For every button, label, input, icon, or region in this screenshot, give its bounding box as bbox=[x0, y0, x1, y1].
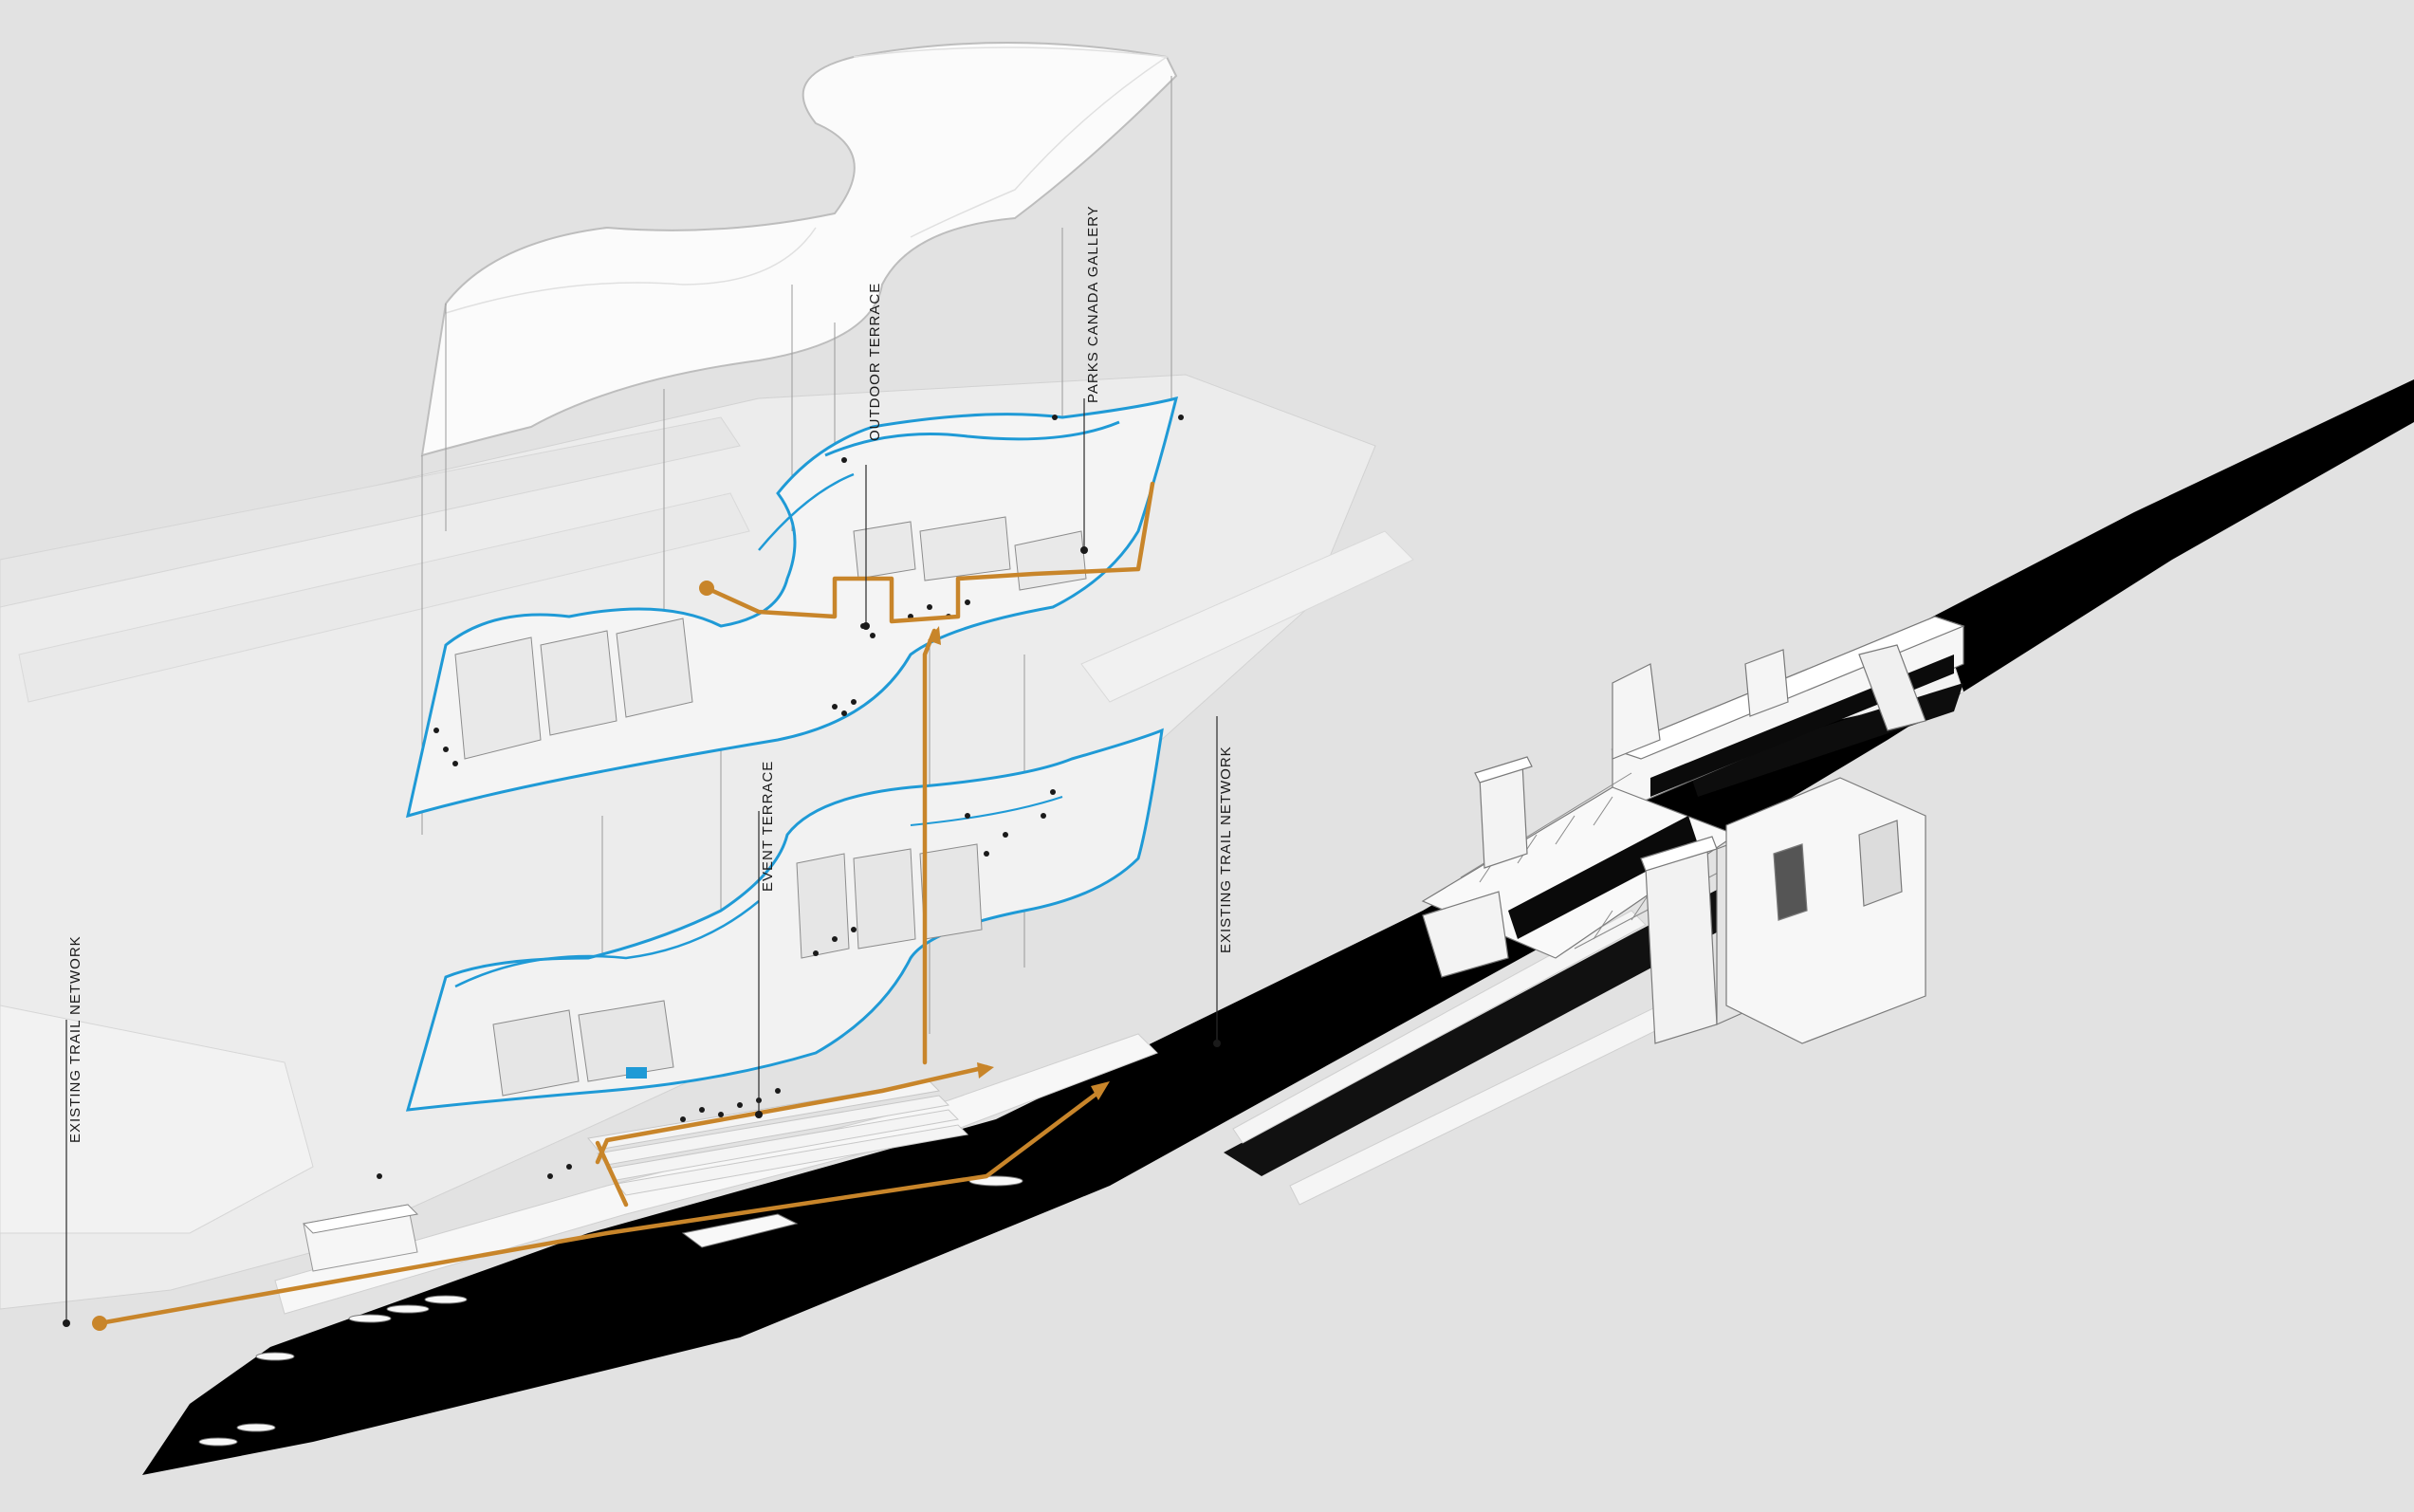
kayak bbox=[424, 1295, 468, 1304]
roof-canopy bbox=[420, 42, 1178, 457]
upper-floor bbox=[405, 396, 1179, 819]
circulation-route bbox=[92, 481, 1155, 1331]
kayak bbox=[255, 1352, 295, 1361]
label-existing-trail-left: EXISTING TRAIL NETWORK bbox=[67, 935, 83, 1143]
kayak bbox=[236, 1423, 276, 1432]
leader-lines bbox=[65, 398, 1218, 1323]
leader-dots bbox=[63, 546, 1221, 1327]
label-event-terrace: EVENT TERRACE bbox=[760, 761, 776, 892]
label-existing-trail-right: EXISTING TRAIL NETWORK bbox=[1218, 746, 1234, 953]
lock-structure bbox=[1421, 616, 1965, 1044]
kayak bbox=[198, 1437, 238, 1447]
terrace-dot bbox=[699, 581, 714, 596]
label-outdoor-terrace: OUTDOOR TERRACE bbox=[867, 283, 883, 441]
label-parks-canada-gallery: PARKS CANADA GALLERY bbox=[1085, 205, 1101, 403]
boat-large bbox=[681, 1213, 799, 1248]
trail-start-dot bbox=[92, 1316, 107, 1331]
kayak bbox=[386, 1304, 430, 1314]
lower-floor bbox=[405, 728, 1164, 1112]
kayak bbox=[348, 1314, 392, 1323]
river bbox=[142, 379, 2414, 1475]
elevator-core bbox=[626, 1067, 647, 1079]
waterfront-pavilion bbox=[302, 1204, 419, 1272]
